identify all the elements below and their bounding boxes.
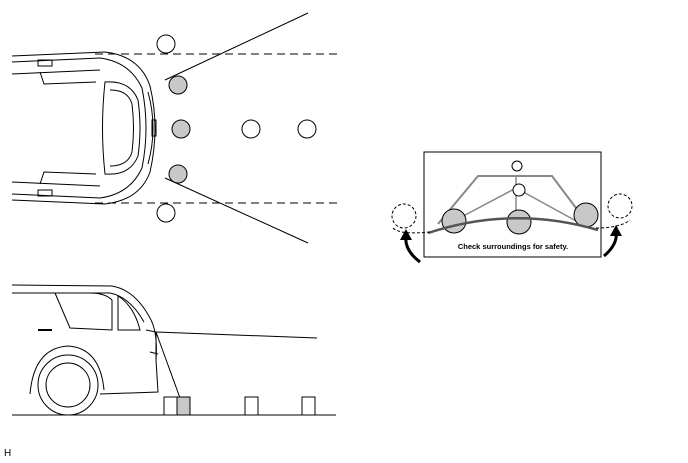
monitor-marker-left-gray [441, 208, 467, 234]
marker-lower-gray [168, 164, 188, 184]
figure-code: H [4, 448, 12, 459]
outside-marker-right-dashed [607, 193, 633, 219]
rear-wheel [37, 354, 99, 416]
car-side-view [11, 284, 159, 416]
monitor-caption: Check surroundings for safety. [457, 242, 569, 251]
marker-outer-lower [156, 203, 176, 223]
camera-sight-line [155, 331, 318, 339]
side-marker-mid [244, 396, 259, 416]
marker-center-gray [171, 119, 191, 139]
marker-outer-upper [156, 34, 176, 54]
side-marker-near-gray [176, 396, 191, 416]
camera-to-marker-line [155, 331, 181, 399]
top-view [11, 12, 340, 244]
side-marker-near-white [163, 396, 178, 416]
view-angle-line-lower [164, 177, 309, 244]
view-angle-line-upper [164, 12, 309, 81]
monitor-marker-top [511, 160, 523, 172]
side-view [11, 284, 336, 416]
side-marker-far [301, 396, 316, 416]
monitor-view [391, 151, 633, 264]
car-top-view [11, 51, 157, 205]
monitor-marker-right-gray [573, 202, 599, 228]
marker-far [297, 119, 317, 139]
marker-mid-far [241, 119, 261, 139]
marker-upper-gray [168, 75, 188, 95]
monitor-marker-center-gray [506, 209, 532, 235]
outside-marker-left-dashed [391, 203, 417, 229]
monitor-marker-mid [512, 183, 526, 197]
